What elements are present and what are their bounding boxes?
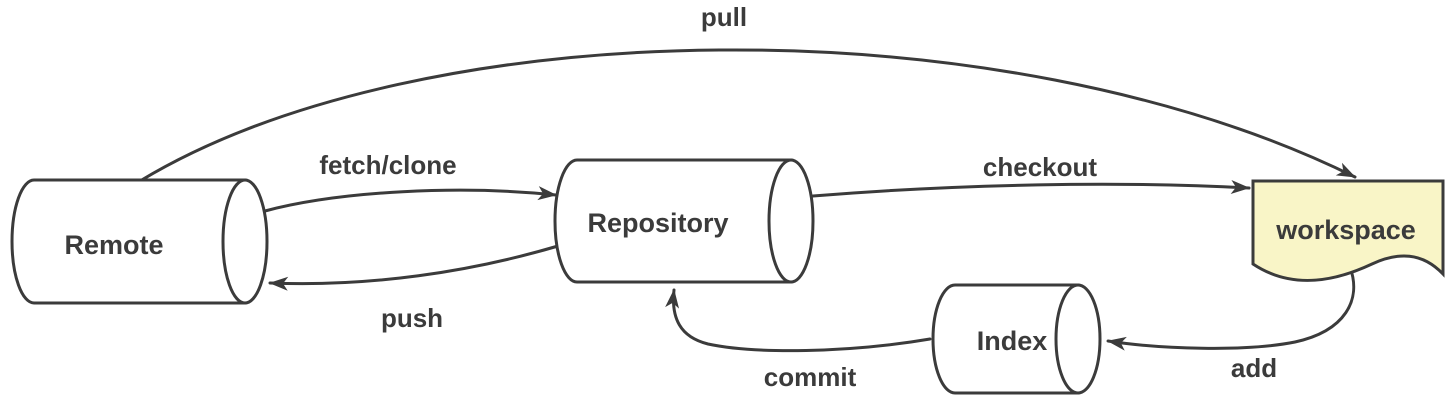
repository-cylinder-body	[553, 158, 793, 284]
remote-label: Remote	[64, 230, 163, 260]
index-cylinder-body	[931, 283, 1080, 395]
edges	[138, 48, 1357, 353]
edge-pull-arrow	[138, 48, 1357, 183]
repository-label: Repository	[587, 208, 728, 238]
commit-edge-label: commit	[764, 362, 857, 392]
fetch-clone-edge-label: fetch/clone	[319, 150, 456, 180]
index-label: Index	[977, 326, 1048, 356]
nodes	[10, 158, 1445, 395]
edge-fetch-clone-arrow	[263, 186, 558, 213]
workspace-label: workspace	[1275, 215, 1416, 245]
edge-add-arrow	[1106, 265, 1356, 351]
checkout-edge-label: checkout	[983, 152, 1097, 182]
remote-cylinder-cap	[221, 178, 269, 305]
remote-cylinder-body	[10, 178, 247, 305]
node-repository	[553, 158, 815, 284]
repository-cylinder-cap	[767, 158, 815, 284]
edge-push-arrow	[268, 244, 560, 291]
labels: Remote Repository Index workspace pull f…	[64, 2, 1415, 392]
push-edge-label: push	[381, 303, 443, 333]
pull-edge-label: pull	[701, 2, 747, 32]
node-index	[931, 283, 1102, 395]
edge-checkout-arrow	[811, 180, 1251, 198]
node-workspace-document	[1251, 179, 1445, 282]
index-cylinder-cap	[1054, 283, 1102, 395]
node-remote	[10, 178, 269, 305]
add-edge-label: add	[1231, 353, 1277, 383]
edge-commit-arrow	[665, 288, 932, 353]
